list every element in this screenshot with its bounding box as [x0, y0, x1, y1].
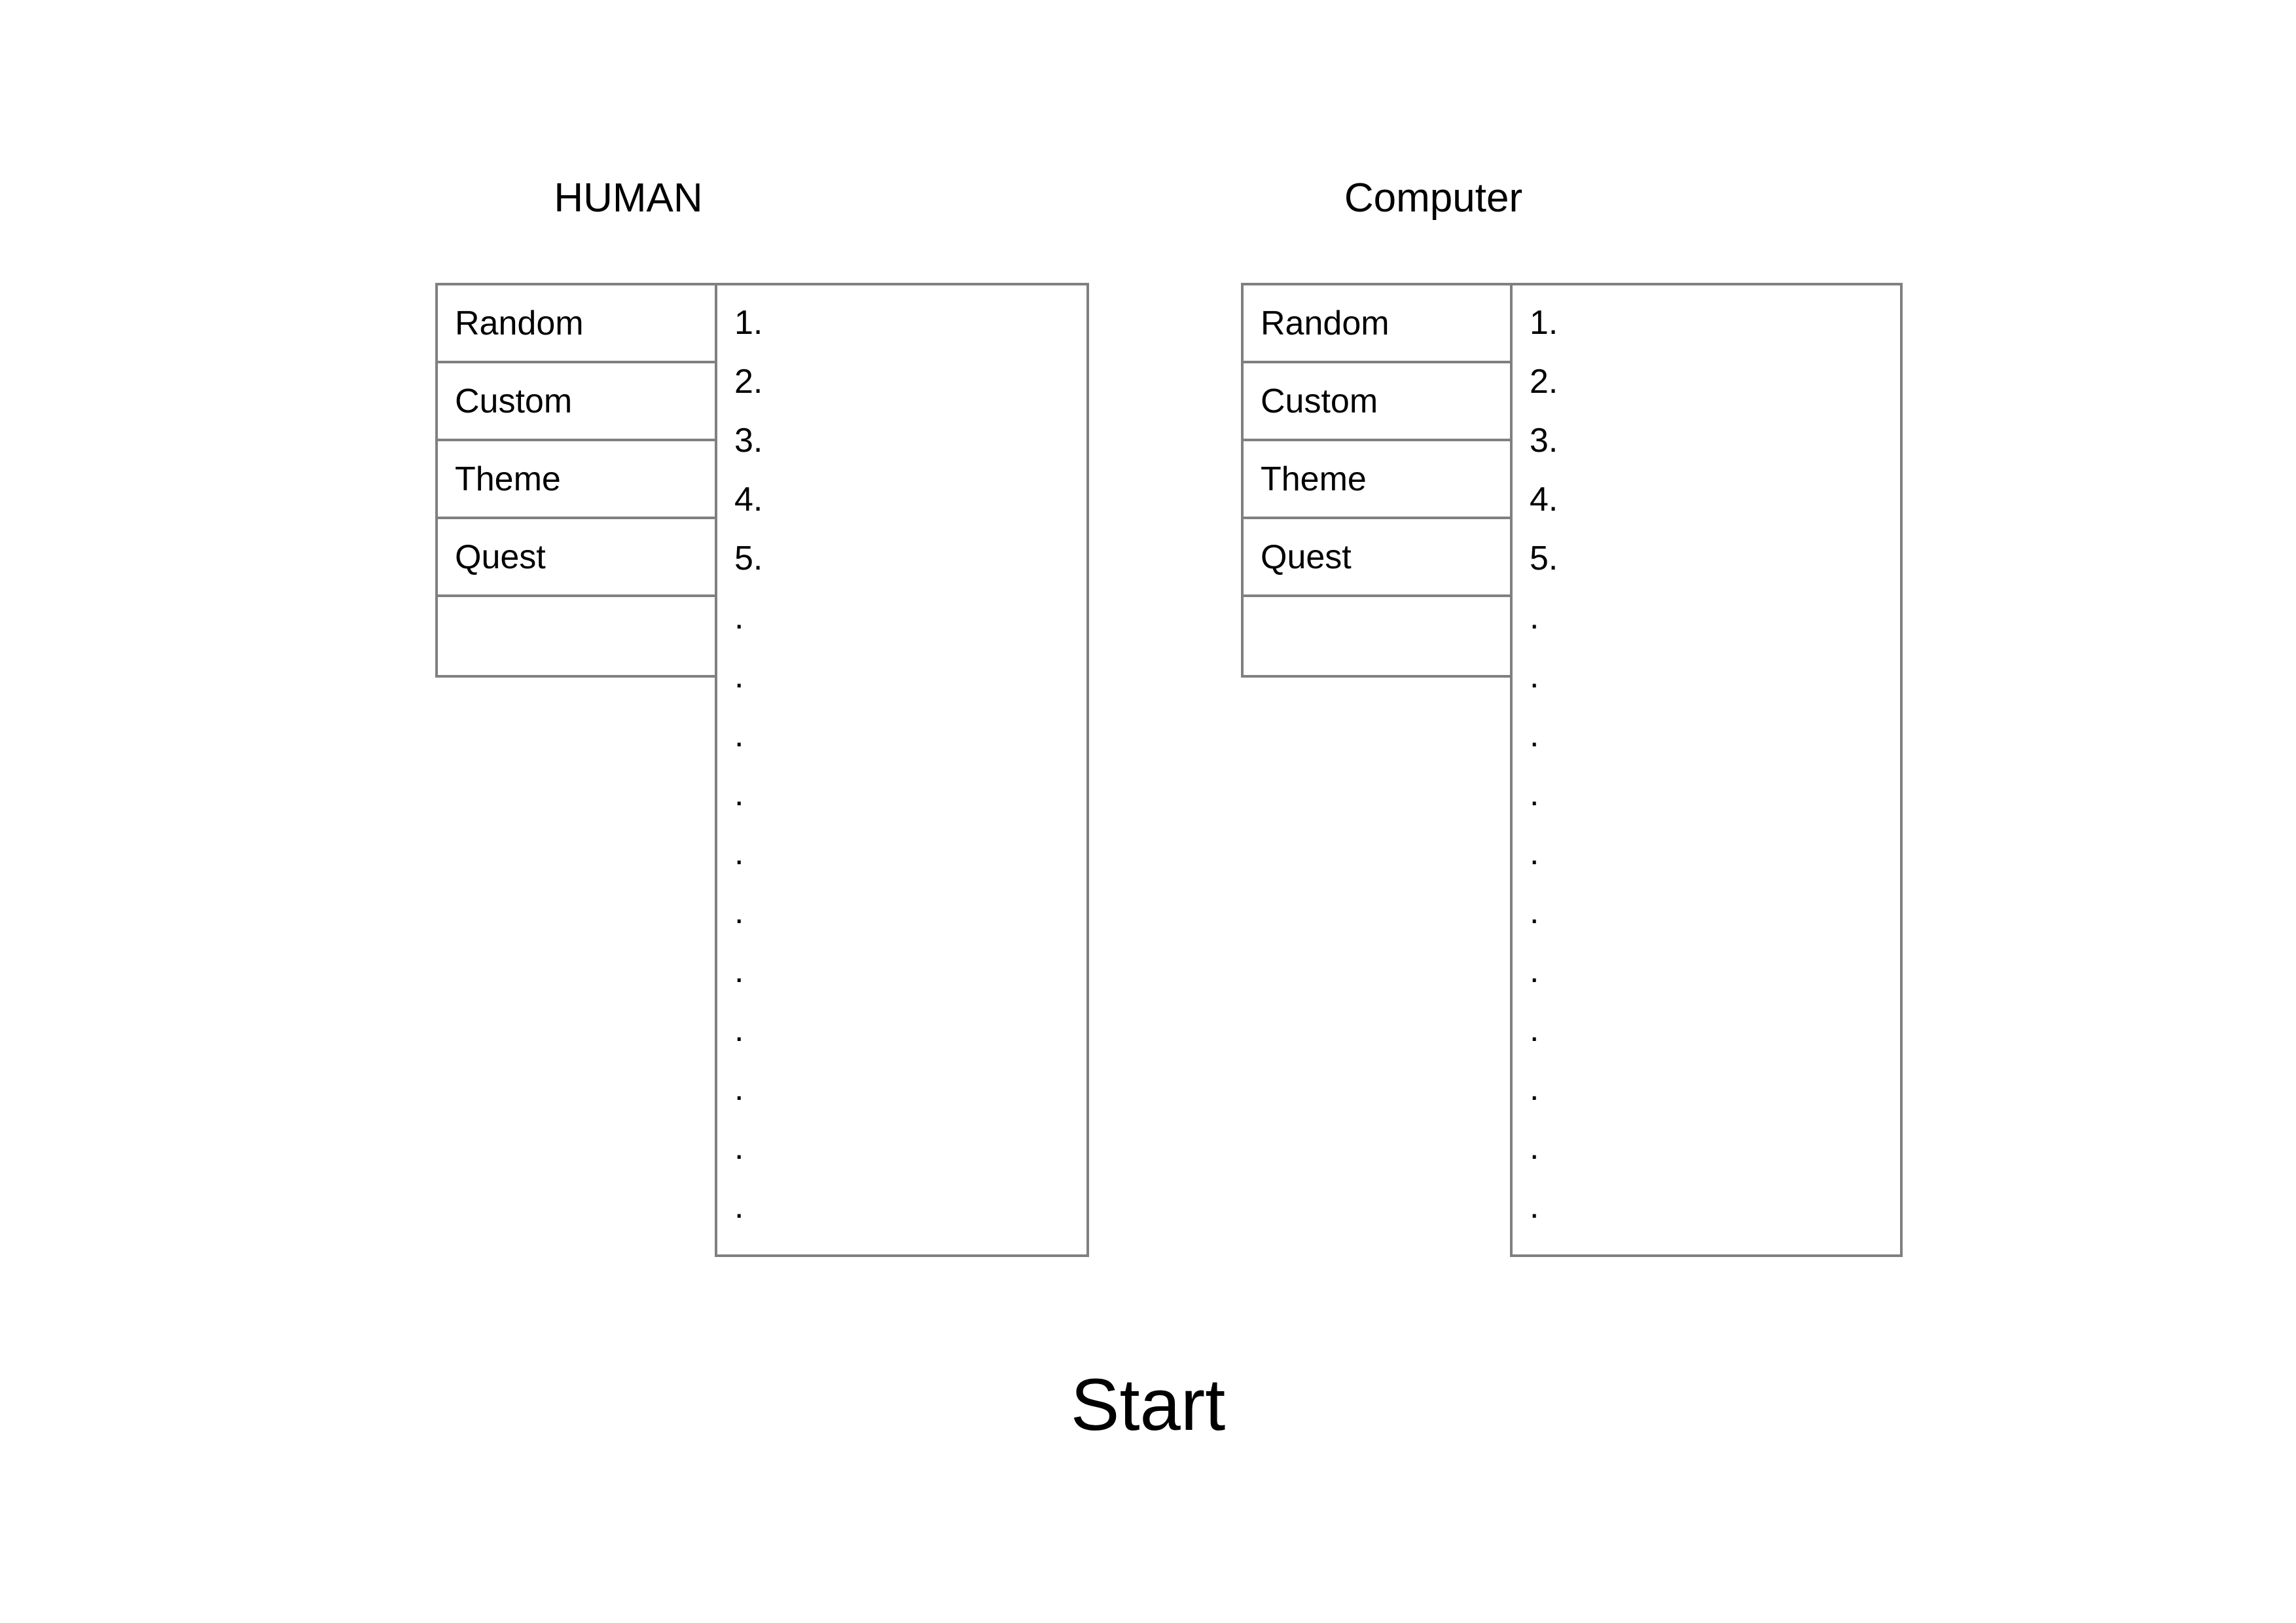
menu-row-label: Random — [1261, 304, 1390, 342]
menu-row-label: Random — [455, 304, 584, 342]
list-item-dot: . — [734, 834, 744, 872]
start-label[interactable]: Start — [1070, 1364, 1226, 1446]
list-item-numbered: 3. — [1530, 422, 1558, 460]
menu-box-human: Random Custom Theme Quest — [435, 283, 717, 678]
list-item-dot: . — [1530, 893, 1539, 931]
menu-row-quest-computer[interactable]: Quest — [1244, 519, 1522, 597]
list-item-dot: . — [734, 952, 744, 990]
panel-title-computer: Computer — [1344, 175, 1523, 221]
list-entries-human: 1. 2. 3. 4. 5............ — [717, 285, 1086, 1254]
menu-row-label: Quest — [455, 538, 546, 576]
list-item-dot: . — [1530, 1011, 1539, 1049]
list-item-dot: . — [734, 1188, 744, 1226]
menu-row-label: Custom — [1261, 382, 1378, 420]
menu-row-quest-human[interactable]: Quest — [438, 519, 717, 597]
list-item-numbered: 2. — [1530, 363, 1558, 401]
list-item-dot: . — [734, 1070, 744, 1108]
list-item-dot: . — [734, 775, 744, 813]
menu-row-random-computer[interactable]: Random — [1244, 285, 1522, 363]
menu-row-label: Quest — [1261, 538, 1352, 576]
list-item-numbered: 2. — [734, 363, 763, 401]
list-item-numbered: 4. — [1530, 481, 1558, 519]
menu-row-custom-human[interactable]: Custom — [438, 363, 717, 441]
menu-row-label: Custom — [455, 382, 573, 420]
menu-row-custom-computer[interactable]: Custom — [1244, 363, 1522, 441]
menu-row-empty-computer[interactable] — [1244, 597, 1522, 675]
list-item-dot: . — [1530, 1188, 1539, 1226]
list-item-dot: . — [734, 716, 744, 754]
panel-title-human: HUMAN — [554, 175, 703, 221]
list-panel-human: 1. 2. 3. 4. 5............ — [715, 283, 1089, 1257]
list-item-numbered: 3. — [734, 422, 763, 460]
list-item-dot: . — [1530, 952, 1539, 990]
list-item-dot: . — [1530, 1070, 1539, 1108]
list-item-dot: . — [1530, 598, 1539, 636]
menu-row-empty-human[interactable] — [438, 597, 717, 675]
list-item-dot: . — [734, 893, 744, 931]
menu-row-label: Theme — [1261, 460, 1367, 498]
list-item-dot: . — [1530, 657, 1539, 695]
menu-box-computer: Random Custom Theme Quest — [1241, 283, 1522, 678]
list-item-dot: . — [734, 1011, 744, 1049]
menu-row-random-human[interactable]: Random — [438, 285, 717, 363]
menu-row-label: Theme — [455, 460, 561, 498]
list-item-dot: . — [734, 657, 744, 695]
list-panel-computer: 1. 2. 3. 4. 5............ — [1510, 283, 1903, 1257]
list-item-dot: . — [734, 598, 744, 636]
list-item-dot: . — [1530, 834, 1539, 872]
list-item-dot: . — [1530, 716, 1539, 754]
list-item-numbered: 1. — [1530, 304, 1558, 342]
list-item-dot: . — [1530, 1129, 1539, 1167]
list-item-numbered: 4. — [734, 481, 763, 519]
menu-row-theme-human[interactable]: Theme — [438, 441, 717, 519]
list-item-numbered: 5. — [734, 539, 763, 577]
list-item-numbered: 1. — [734, 304, 763, 342]
list-entries-computer: 1. 2. 3. 4. 5............ — [1513, 285, 1900, 1254]
list-item-dot: . — [1530, 775, 1539, 813]
list-item-dot: . — [734, 1129, 744, 1167]
list-item-numbered: 5. — [1530, 539, 1558, 577]
menu-row-theme-computer[interactable]: Theme — [1244, 441, 1522, 519]
